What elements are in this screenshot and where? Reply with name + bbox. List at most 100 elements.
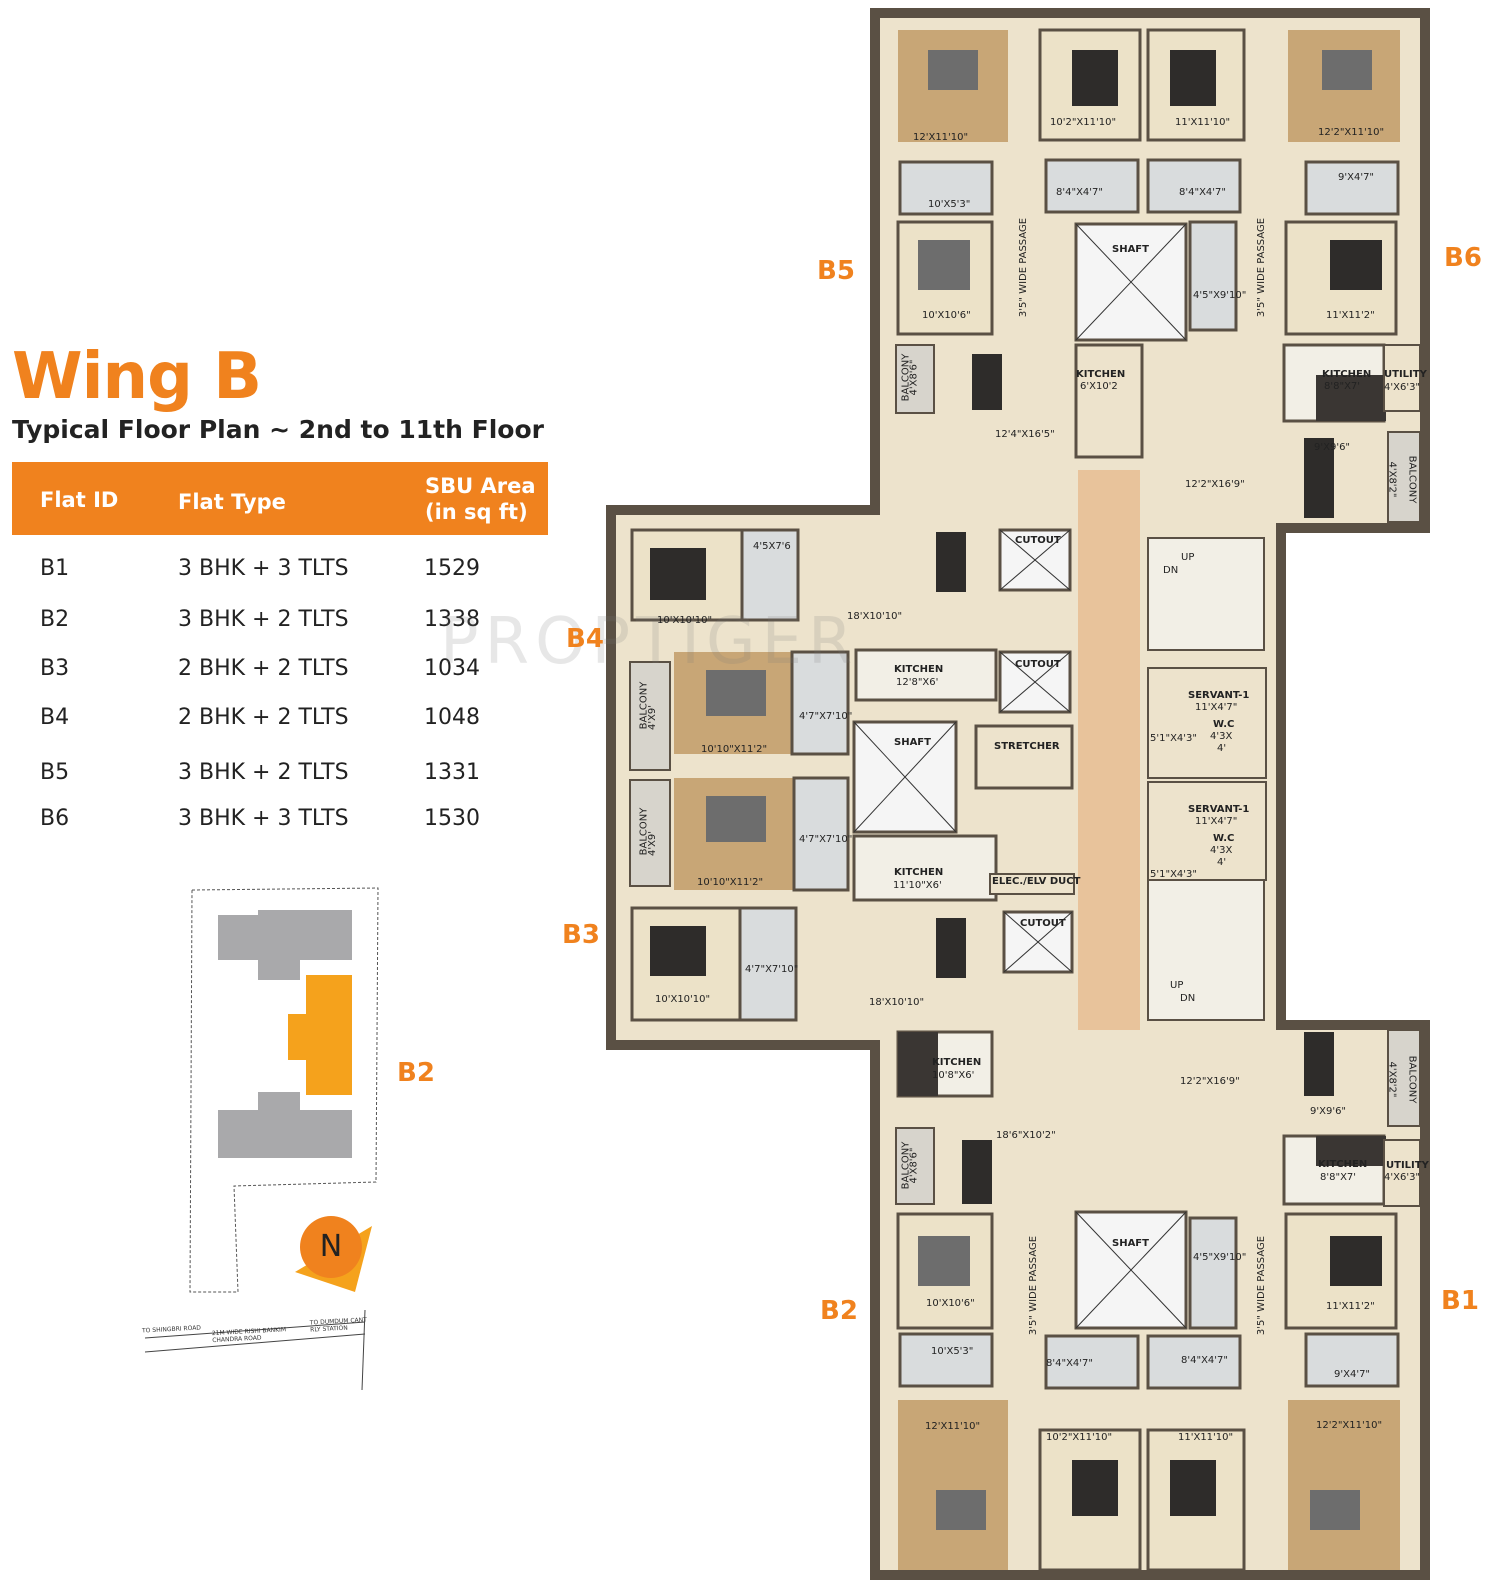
road-edge-top <box>144 1321 366 1339</box>
servant-room-2 <box>1147 781 1267 881</box>
room-dim: 10'X10'6" <box>922 310 971 321</box>
room-dim: 12'2"X16'9" <box>1180 1076 1240 1087</box>
stretcher-room <box>974 724 1074 790</box>
flat-label-b2: B2 <box>820 1296 858 1326</box>
kitchen-b3 <box>852 834 998 902</box>
passage-label: 3'5" WIDE PASSAGE <box>1256 1235 1268 1336</box>
floor-plan <box>606 8 1430 1580</box>
utility-b1 <box>1383 1139 1421 1207</box>
balcony-label: BALCONY <box>1406 455 1418 504</box>
kitchen-label: KITCHEN <box>1318 1159 1368 1170</box>
room-dim: 18'X10'10" <box>869 997 925 1008</box>
cutout-label: CUTOUT <box>1020 918 1066 929</box>
bedroom-b1-master <box>1288 1400 1400 1570</box>
room-dim: 12'2"X11'10" <box>1316 1420 1383 1431</box>
room-dim: 8'4"X4'7" <box>1046 1358 1093 1369</box>
cell-flat-id: B1 <box>40 556 70 581</box>
flat-label-b1: B1 <box>1441 1286 1479 1316</box>
room-dim: 4'X8'6" <box>908 1147 920 1184</box>
cell-area: 1529 <box>424 556 480 581</box>
room-dim: 10'10"X11'2" <box>697 877 764 888</box>
cell-flat-id: B2 <box>40 607 70 632</box>
flat-label-b3: B3 <box>562 920 600 950</box>
kitchen-label: KITCHEN <box>894 664 944 675</box>
room-dim: 18'6"X10'2" <box>996 1130 1056 1141</box>
room-dim: 10'2"X11'10" <box>1050 117 1117 128</box>
wc-label: W.C <box>1213 833 1235 844</box>
bed-icon <box>650 926 706 976</box>
cell-flat-id: B5 <box>40 760 70 785</box>
room-dim: 12'2"X16'9" <box>1185 479 1245 490</box>
cutout-2-cross-b <box>999 651 1071 713</box>
col-flat-type: Flat Type <box>178 490 286 514</box>
utility-label: UTILITY <box>1384 369 1427 380</box>
room-dim: 4'7"X7'10" <box>799 711 853 722</box>
staircase-bottom <box>1147 879 1265 1021</box>
room-dim: 11'10"X6' <box>893 880 942 891</box>
bed-icon <box>650 548 706 600</box>
bath-b1-2 <box>1146 1334 1242 1390</box>
bedroom-b2-master <box>898 1400 1008 1570</box>
bath-b5-2 <box>1044 158 1140 214</box>
passage-label: 3'5" WIDE PASSAGE <box>1028 1235 1040 1336</box>
room-dim: 9'X9'6" <box>1314 442 1351 453</box>
room-dim: 9'X4'7" <box>1338 172 1375 183</box>
kitchen-b1-counter <box>1316 1136 1386 1166</box>
shaft-label: SHAFT <box>1112 1238 1149 1249</box>
dining-table-icon <box>1304 1032 1334 1096</box>
kitchen-label: KITCHEN <box>1322 369 1372 380</box>
room-dim: 4'7"X7'10" <box>799 834 853 845</box>
room-dim: 4'X6'3" <box>1384 382 1421 393</box>
wc-label: W.C <box>1213 719 1235 730</box>
dining-table-icon <box>936 918 966 978</box>
room-dim: 8'4"X4'7" <box>1179 187 1226 198</box>
utility-b6 <box>1383 344 1421 412</box>
passage-label: 3'5" WIDE PASSAGE <box>1256 217 1268 318</box>
bed-icon <box>918 1236 970 1286</box>
bed-icon <box>1310 1490 1360 1530</box>
bath-b2-2 <box>1044 1334 1140 1390</box>
bath-b3-2 <box>738 906 798 1022</box>
balcony-label: BALCONY <box>1406 1055 1418 1104</box>
cell-flat-id: B6 <box>40 806 70 831</box>
bath-b4-2 <box>790 650 850 756</box>
balcony-b6 <box>1387 431 1421 523</box>
stair-label: UP <box>1181 552 1195 563</box>
bed-icon <box>1170 1460 1216 1516</box>
shaft-mid-cross-b <box>853 721 957 833</box>
cutout-label: CUTOUT <box>1015 535 1061 546</box>
staircase-top <box>1147 537 1265 651</box>
servant-label: SERVANT-1 <box>1188 804 1250 815</box>
servant-label: SERVANT-1 <box>1188 690 1250 701</box>
room-dim: 12'X11'10" <box>913 132 969 143</box>
balcony-b1 <box>1387 1029 1421 1127</box>
flat-label-b5: B5 <box>817 256 855 286</box>
shaft-label: SHAFT <box>1112 244 1149 255</box>
room-dim: 4'3X <box>1210 845 1233 856</box>
room-dim: 10'X10'6" <box>926 1298 975 1309</box>
dining-table-icon <box>936 532 966 592</box>
bedroom-b2-2 <box>1038 1428 1142 1572</box>
cell-flat-type: 2 BHK + 2 TLTS <box>178 705 349 730</box>
room-dim: 11'X4'7" <box>1195 816 1238 827</box>
bath-b5 <box>898 160 994 216</box>
stair-label: DN <box>1163 565 1179 576</box>
room-dim: 4' <box>1217 743 1227 754</box>
cell-flat-type: 3 BHK + 3 TLTS <box>178 806 349 831</box>
col-sbu-unit: (in sq ft) <box>425 500 528 524</box>
bath-b1-3 <box>1188 1216 1238 1330</box>
room-dim: 8'4"X4'7" <box>1181 1355 1228 1366</box>
kitchen-label: KITCHEN <box>894 867 944 878</box>
bed-icon <box>918 240 970 290</box>
cell-area: 1034 <box>424 656 480 681</box>
room-dim: 12'X11'10" <box>925 1421 981 1432</box>
balcony-b4 <box>629 661 671 771</box>
elec-duct-label: ELEC./ELV DUCT <box>992 876 1081 887</box>
cutout-label: CUTOUT <box>1015 659 1061 670</box>
room-dim: 8'4"X4'7" <box>1056 187 1103 198</box>
balcony-b2 <box>895 1127 935 1205</box>
shaft-label: SHAFT <box>894 737 931 748</box>
room-dim: 10'2"X11'10" <box>1046 1432 1113 1443</box>
road-edge-side <box>361 1309 366 1391</box>
room-dim: 11'X11'2" <box>1326 310 1375 321</box>
